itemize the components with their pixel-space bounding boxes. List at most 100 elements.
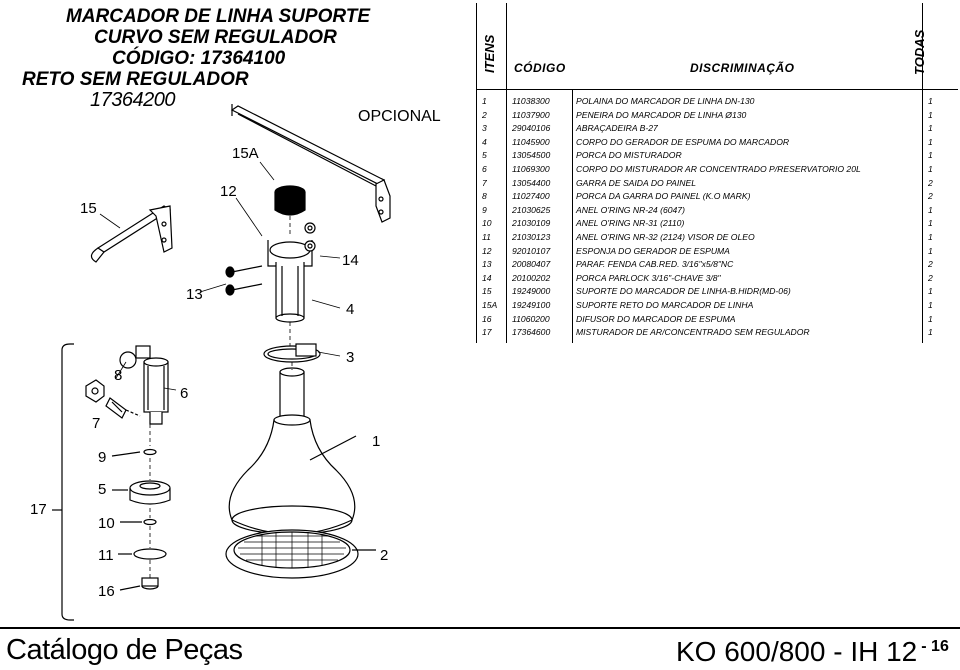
- nuts-14: [304, 222, 316, 252]
- callout-13: 13: [186, 286, 203, 303]
- o-ring-11: [118, 548, 167, 560]
- row-quantity: 1: [928, 218, 933, 229]
- callout-17: 17: [30, 501, 47, 518]
- row-code: 11038300: [512, 96, 550, 106]
- row-item-number: 5: [482, 150, 487, 161]
- footer-rule: [0, 627, 960, 629]
- row-item-number: 10: [482, 218, 492, 229]
- row-description: CORPO DO GERADOR DE ESPUMA DO MARCADOR: [576, 136, 790, 147]
- table-row: 15 19249000 SUPORTE DO MARCADOR DE LINHA-B…: [476, 285, 958, 299]
- row-quantity: 1: [928, 286, 933, 297]
- row-code: 17364600: [512, 327, 551, 338]
- row-description: ANEL O'RING NR-24 (6047): [576, 204, 685, 215]
- row-item-number: 7: [482, 177, 487, 188]
- row-description: PORCA PARLOCK 3/16"-CHAVE 3/8": [576, 272, 721, 283]
- claw-7: [105, 397, 141, 419]
- row-code: 21030625: [512, 204, 551, 215]
- row-description: PORCA DA GARRA DO PAINEL (K.O MARK): [576, 191, 751, 202]
- row-code: 20100202: [512, 272, 551, 283]
- row-quantity: 1: [928, 299, 933, 310]
- row-quantity: 2: [928, 259, 933, 270]
- row-description: PARAF. FENDA CAB.RED. 3/16"x5/8"NC: [576, 259, 734, 270]
- row-description: SUPORTE RETO DO MARCADOR DE LINHA: [576, 299, 754, 310]
- row-item-number: 1: [482, 96, 487, 106]
- row-quantity: 2: [928, 272, 933, 283]
- row-item-number: 3: [482, 123, 487, 134]
- assembly-title: MARCADOR DE LINHA SUPORTE CURVO SEM REGU…: [14, 6, 414, 111]
- parts-table-header: ITENS CÓDIGO DISCRIMINAÇÃO TODAS: [476, 3, 958, 90]
- row-quantity: 1: [928, 245, 933, 256]
- title-line-3: CÓDIGO: 17364100: [112, 48, 286, 69]
- row-item-number: 15: [482, 286, 492, 297]
- row-code: 29040106: [512, 123, 551, 134]
- row-quantity: 1: [928, 109, 933, 120]
- sieve-2: [225, 529, 376, 579]
- o-ring-10: [120, 518, 157, 526]
- callout-10: 10: [98, 515, 115, 532]
- row-quantity: 1: [928, 327, 933, 338]
- callout-6: 6: [180, 385, 189, 402]
- mixer-body-6: [119, 345, 169, 425]
- model-title: KO 600/800 - IH 12- 16: [676, 636, 949, 668]
- row-code: 11027400: [512, 191, 550, 202]
- row-code: 13054500: [512, 150, 551, 161]
- table-row: 6 11069300 CORPO DO MISTURADOR AR CONCENTR…: [476, 163, 958, 177]
- row-code: 19249000: [512, 286, 551, 297]
- row-code: 13054400: [512, 177, 551, 188]
- row-quantity: 1: [928, 313, 933, 324]
- row-quantity: 1: [928, 96, 933, 106]
- nut-8: [85, 379, 105, 403]
- row-item-number: 2: [482, 109, 487, 120]
- bell-1: [228, 367, 357, 535]
- callout-4: 4: [346, 301, 355, 318]
- row-description: GARRA DE SAIDA DO PAINEL: [576, 177, 697, 188]
- row-quantity: 2: [928, 191, 933, 202]
- row-description: SUPORTE DO MARCADOR DE LINHA-B.HIDR(MD-0…: [576, 286, 791, 297]
- header-itens: ITENS: [482, 34, 497, 73]
- callout-16: 16: [98, 583, 115, 600]
- callout-5: 5: [98, 481, 107, 498]
- row-description: CORPO DO MISTURADOR AR CONCENTRADO P/RES…: [576, 163, 861, 174]
- callout-3: 3: [346, 349, 355, 366]
- header-todas: TODAS: [912, 29, 927, 75]
- callout-9: 9: [98, 449, 107, 466]
- row-description: DIFUSOR DO MARCADOR DE ESPUMA: [576, 313, 736, 324]
- row-item-number: 9: [482, 204, 487, 215]
- row-description: ESPONJA DO GERADOR DE ESPUMA: [576, 245, 730, 256]
- callout-1: 1: [372, 433, 381, 450]
- row-item-number: 6: [482, 163, 487, 174]
- header-discriminacao: DISCRIMINAÇÃO: [690, 61, 795, 75]
- row-quantity: 1: [928, 204, 933, 215]
- row-code: 20080407: [512, 259, 551, 270]
- row-code: 11060200: [512, 313, 550, 324]
- cap-12: [274, 185, 306, 216]
- row-description: MISTURADOR DE AR/CONCENTRADO SEM REGULAD…: [576, 327, 810, 338]
- col-divider-todas: [922, 3, 923, 343]
- o-ring-9: [111, 448, 157, 457]
- row-item-number: 15A: [482, 299, 498, 310]
- col-divider-codigo: [572, 89, 573, 343]
- model-name: KO 600/800 - IH 12: [676, 636, 918, 667]
- title-line-5: 17364200: [90, 89, 175, 111]
- callout-12: 12: [220, 183, 237, 200]
- row-item-number: 12: [482, 245, 492, 256]
- row-code: 11069300: [512, 163, 550, 174]
- col-divider-itens: [506, 3, 507, 343]
- table-row: 17 17364600 MISTURADOR DE AR/CONCENTRADO S…: [476, 326, 958, 340]
- row-code: 11045900: [512, 136, 550, 147]
- assembly-17-bracket: [52, 343, 74, 621]
- row-description: PENEIRA DO MARCADOR DE LINHA Ø130: [576, 109, 747, 120]
- row-item-number: 14: [482, 272, 492, 283]
- title-line-2: CURVO SEM REGULADOR: [94, 27, 337, 48]
- row-item-number: 17: [482, 327, 492, 338]
